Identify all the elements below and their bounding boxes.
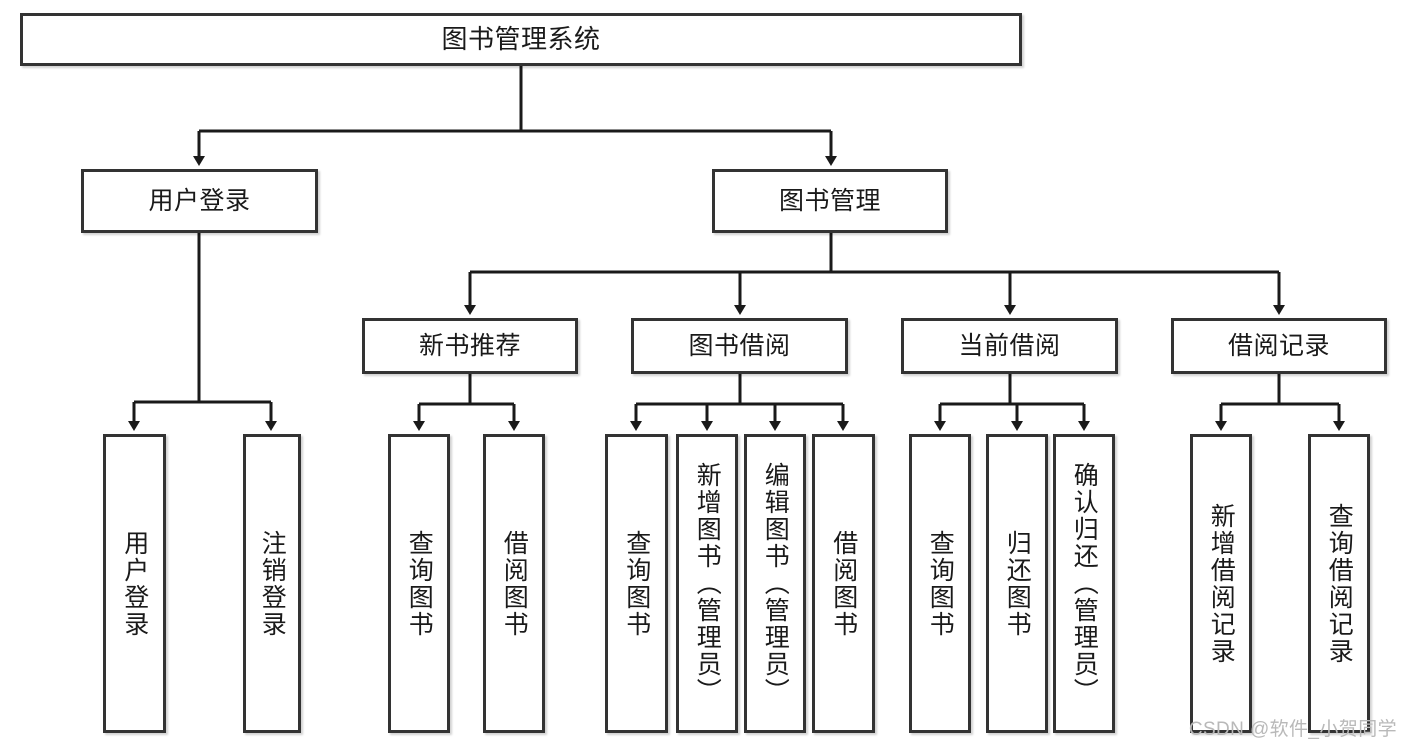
leaf-query-book-borrow[interactable]: 查询图书: [605, 434, 668, 733]
leaf-borrow-book-label: 借阅图书: [829, 529, 858, 638]
leaf-logout-label: 注销登录: [258, 529, 287, 638]
leaf-confirm-return-admin[interactable]: 确认归还（管理员）: [1053, 434, 1115, 733]
leaf-user-login[interactable]: 用户登录: [103, 434, 166, 733]
leaf-query-book-current[interactable]: 查询图书: [909, 434, 971, 733]
node-book-borrow[interactable]: 图书借阅: [631, 318, 848, 374]
node-new-book-recommend-label: 新书推荐: [418, 332, 521, 360]
leaf-borrow-book-recommend[interactable]: 借阅图书: [483, 434, 545, 733]
leaf-add-book-admin[interactable]: 新增图书（管理员）: [676, 434, 738, 733]
node-new-book-recommend[interactable]: 新书推荐: [362, 318, 578, 374]
leaf-add-borrow-record[interactable]: 新增借阅记录: [1190, 434, 1252, 733]
node-root[interactable]: 图书管理系统: [20, 13, 1022, 66]
leaf-query-borrow-record[interactable]: 查询借阅记录: [1308, 434, 1370, 733]
leaf-return-book[interactable]: 归还图书: [986, 434, 1048, 733]
leaf-add-book-admin-label: 新增图书（管理员）: [693, 462, 722, 705]
leaf-query-book-recommend-label: 查询图书: [405, 529, 434, 638]
leaf-borrow-book-recommend-label: 借阅图书: [500, 529, 529, 638]
leaf-user-login-label: 用户登录: [120, 529, 149, 638]
node-borrow-records[interactable]: 借阅记录: [1171, 318, 1387, 374]
node-book-management[interactable]: 图书管理: [712, 169, 948, 233]
node-root-label: 图书管理系统: [441, 23, 601, 54]
node-current-borrow-label: 当前借阅: [958, 332, 1061, 360]
node-current-borrow[interactable]: 当前借阅: [901, 318, 1118, 374]
leaf-borrow-book[interactable]: 借阅图书: [812, 434, 875, 733]
leaf-query-borrow-record-label: 查询借阅记录: [1325, 502, 1354, 665]
leaf-query-book-recommend[interactable]: 查询图书: [388, 434, 450, 733]
leaf-edit-book-admin[interactable]: 编辑图书（管理员）: [744, 434, 806, 733]
leaf-logout[interactable]: 注销登录: [243, 434, 301, 733]
watermark-text: CSDN @软件_小贺同学: [1188, 719, 1397, 740]
node-borrow-records-label: 借阅记录: [1227, 332, 1330, 360]
leaf-return-book-label: 归还图书: [1003, 529, 1032, 638]
leaf-query-book-current-label: 查询图书: [926, 529, 955, 638]
node-user-login-label: 用户登录: [148, 187, 251, 215]
leaf-confirm-return-admin-label: 确认归还（管理员）: [1070, 462, 1099, 705]
leaf-add-borrow-record-label: 新增借阅记录: [1207, 502, 1236, 665]
node-book-borrow-label: 图书借阅: [688, 332, 791, 360]
node-user-login[interactable]: 用户登录: [81, 169, 318, 233]
leaf-query-book-borrow-label: 查询图书: [622, 529, 651, 638]
node-book-management-label: 图书管理: [778, 187, 881, 215]
leaf-edit-book-admin-label: 编辑图书（管理员）: [761, 462, 790, 705]
